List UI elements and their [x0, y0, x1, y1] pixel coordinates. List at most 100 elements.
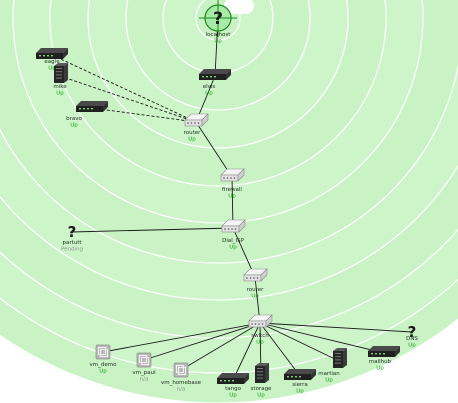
svg-text:?: ? [408, 323, 417, 341]
link-hub-mailhub [259, 322, 385, 354]
svg-text:?: ? [213, 9, 223, 29]
router-icon [243, 268, 268, 282]
node-status: Up [229, 245, 237, 251]
link-hub-martian [259, 322, 340, 362]
node-label: storage [251, 386, 273, 392]
link-hub-vmhome [180, 322, 261, 371]
node-status: n/a [140, 377, 149, 383]
switch-icon [199, 69, 231, 80]
node-status: Up [99, 369, 107, 375]
link-dial-partutt [71, 227, 234, 233]
node-label: mailhub [369, 359, 392, 365]
link-bravo-router1 [91, 107, 197, 123]
link-hub-vmdemo [102, 322, 261, 353]
vm-icon [95, 344, 111, 360]
link-mike-router1 [59, 75, 197, 123]
node-label: DNS [406, 336, 418, 342]
node-label: vm_homebase [161, 380, 202, 386]
switch-icon [368, 346, 400, 357]
link-eagle-router1 [51, 54, 197, 123]
node-label: partutt [62, 240, 82, 246]
node-label: firewall [222, 187, 242, 193]
node-status: Up [205, 91, 213, 97]
node-status: n/a [177, 387, 186, 393]
link-router1-firewall [195, 121, 233, 178]
link-hub-vmpaul [143, 322, 261, 361]
node-label: switch [251, 333, 269, 339]
router-icon [220, 168, 245, 182]
node-status: Up [251, 294, 259, 300]
router-icon [221, 219, 246, 233]
nodes-layer: ?localhostUpelvisUpeagleUpmikeUpbravoUpr… [36, 0, 418, 399]
node-label: eagle [44, 59, 60, 65]
node-status: Up [214, 39, 222, 45]
node-status: Up [229, 393, 237, 399]
node-status: Up [56, 91, 64, 97]
node-status: Up [70, 123, 78, 129]
node-label: mike [53, 84, 67, 90]
focus-target-icon: ? [199, 0, 237, 37]
node-label: vm_demo [90, 362, 118, 368]
switch-icon [284, 369, 316, 380]
node-label: router [247, 287, 265, 293]
link-hub-tango [232, 322, 261, 381]
link-firewall-dial [231, 176, 234, 229]
node-status: Pending [61, 247, 83, 253]
node-status: Up [376, 366, 384, 372]
viewport-notch [224, 0, 254, 14]
node-label: bravo [66, 116, 82, 122]
server-icon [333, 348, 347, 368]
node-status: Up [408, 343, 416, 349]
node-label: tango [225, 386, 242, 392]
router-icon [248, 314, 273, 328]
node-status: Up [188, 137, 196, 143]
node-label: localhost [206, 32, 232, 38]
vm-icon [173, 362, 189, 378]
unknown-icon: ? [408, 323, 417, 341]
node-status: Up [48, 66, 56, 72]
node-status: Up [296, 389, 304, 395]
link-hub-dns [259, 322, 413, 333]
server-icon [54, 63, 68, 83]
link-hub-sierra [259, 322, 301, 377]
switch-icon [76, 101, 108, 112]
node-status: Up [257, 393, 265, 399]
node-label: sierra [292, 382, 308, 388]
node-status: Up [228, 194, 236, 200]
server-icon [255, 363, 269, 383]
node-label: Dial_ISP [222, 238, 245, 244]
node-label: router [184, 130, 202, 136]
links-layer [51, 17, 413, 381]
node-label: vm_paul [132, 370, 156, 376]
node-label: martian [318, 371, 340, 377]
switch-icon [36, 48, 68, 59]
router-icon [184, 113, 209, 127]
svg-text:?: ? [68, 223, 77, 241]
switch-icon [217, 373, 249, 384]
node-status: Up [325, 378, 333, 384]
node-status: Up [256, 340, 264, 346]
